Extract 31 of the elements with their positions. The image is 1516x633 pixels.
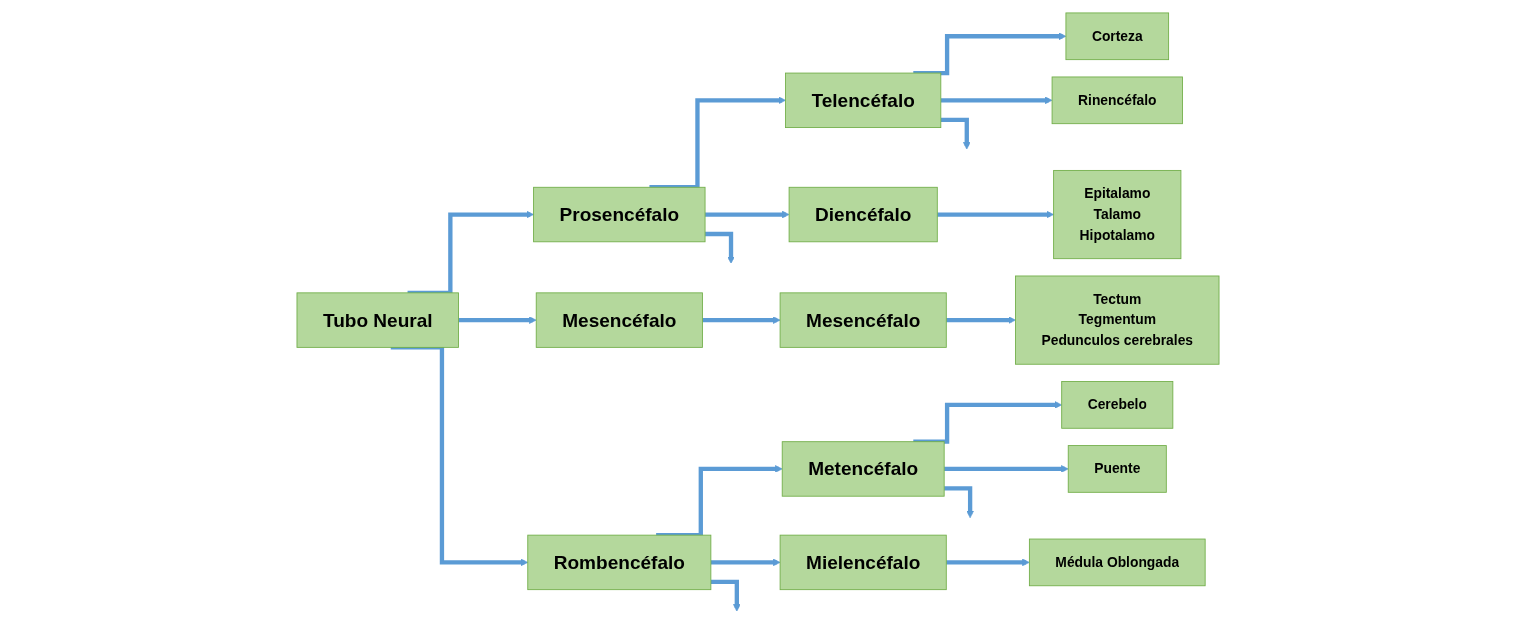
process-box: Mesencéfalo xyxy=(779,292,947,348)
process-box: Prosencéfalo xyxy=(533,186,706,243)
process-box: Tubo Neural xyxy=(296,292,459,348)
process-box: Cerebelo xyxy=(1061,381,1174,429)
process-box: Médula Oblongada xyxy=(1028,538,1206,587)
arrow xyxy=(946,558,1030,567)
arrow xyxy=(944,465,1069,473)
process-box: Corteza xyxy=(1065,12,1170,61)
arrow xyxy=(944,486,974,519)
arrow xyxy=(940,117,971,150)
arrow xyxy=(946,316,1016,324)
process-box: Metencéfalo xyxy=(781,441,945,497)
arrow xyxy=(458,316,537,324)
arrow xyxy=(702,316,781,324)
process-box: Tectum Tegmentum Pedunculos cerebrales xyxy=(1015,275,1220,365)
process-box: Diencéfalo xyxy=(788,186,938,243)
process-box: Mielencéfalo xyxy=(779,534,947,591)
arrow xyxy=(710,579,741,612)
process-box: Epitalamo Talamo Hipotalamo xyxy=(1053,169,1182,260)
arrow xyxy=(705,231,735,264)
process-box: Telencéfalo xyxy=(785,72,942,128)
arrow xyxy=(705,210,790,219)
process-box: Mesencéfalo xyxy=(535,292,703,348)
arrow xyxy=(937,210,1054,219)
arrow xyxy=(940,96,1053,105)
process-box: Rinencéfalo xyxy=(1051,76,1183,125)
arrow xyxy=(913,401,1063,444)
process-box: Puente xyxy=(1067,445,1167,493)
process-box: Rombencéfalo xyxy=(527,534,712,591)
arrow xyxy=(913,32,1067,76)
arrow xyxy=(710,558,781,567)
